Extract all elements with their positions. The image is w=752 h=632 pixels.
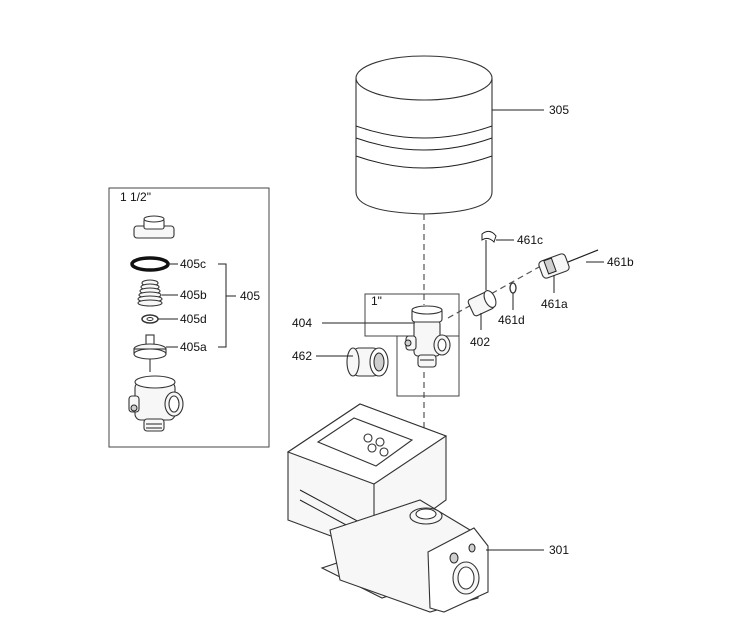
inset-size-label: 1 1/2": [120, 190, 151, 204]
nipple-part: [467, 290, 497, 317]
o-ring-label: 405c: [180, 257, 206, 271]
assembly-axis-right: [447, 261, 549, 319]
valve-group-bracket: [218, 263, 236, 348]
sensor-body-label: 461a: [541, 297, 568, 311]
valve-disc-label: 405a: [180, 340, 207, 354]
fitting-label: 404: [292, 316, 312, 330]
disc-washer-label: 405d: [180, 312, 207, 326]
clip-part: [481, 230, 497, 290]
pressure-tank-label: 305: [549, 103, 569, 117]
clip-label: 461c: [517, 233, 543, 247]
pump-part: [286, 403, 489, 613]
spring-label: 405b: [180, 288, 207, 302]
five-way-fitting-part: [404, 305, 451, 368]
sensor-washer-label: 461d: [498, 313, 525, 327]
nipple-label: 402: [470, 335, 490, 349]
pressure-tank-part: [355, 55, 493, 215]
valve-group-label: 405: [240, 289, 260, 303]
valve-body-part: [128, 375, 184, 432]
pump-label: 301: [549, 543, 569, 557]
valve-disc-part: [133, 334, 167, 372]
valve-detail-inset-box: [108, 187, 270, 448]
filter-label: 462: [292, 349, 312, 363]
sensor-washer-part: [509, 282, 517, 294]
spring-part: [137, 279, 163, 307]
fitting-size-label: 1": [371, 294, 382, 308]
sensor-cable-label: 461b: [607, 255, 634, 269]
o-ring-part: [130, 256, 170, 272]
valve-cap-part: [133, 215, 175, 239]
filter-part: [346, 347, 389, 377]
pressure-sensor-part: [538, 249, 599, 279]
